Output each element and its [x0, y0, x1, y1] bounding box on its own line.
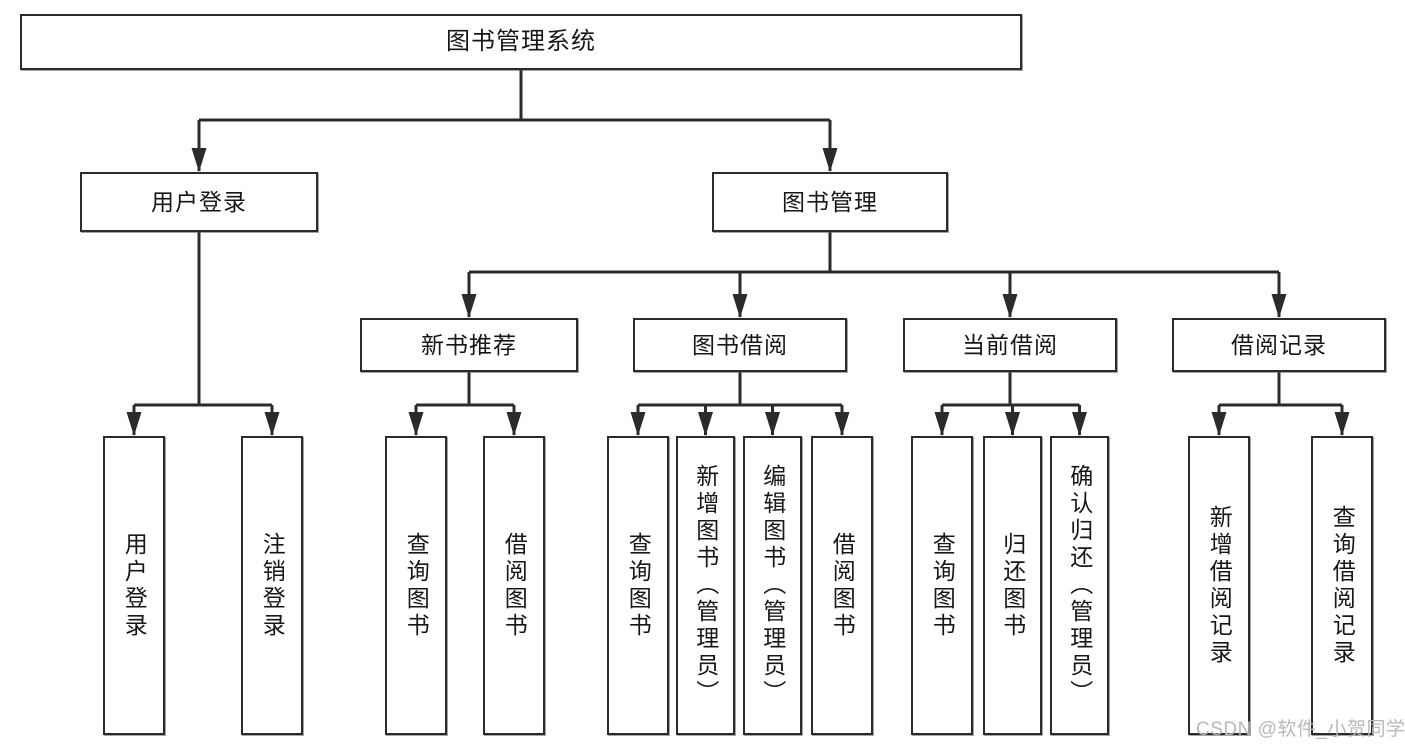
node-label-leaf-add-rec: 新增借阅记录 — [1206, 504, 1233, 667]
arrowhead-leaf-return — [1005, 412, 1020, 436]
arrowhead-borrow-record — [1271, 294, 1287, 318]
node-label-leaf-query-3: 查询图书 — [929, 531, 956, 640]
arrowhead-new-book-rec — [461, 294, 477, 318]
node-label-leaf-borrow-1: 借阅图书 — [501, 531, 528, 640]
arrowhead-book-manage — [822, 148, 838, 172]
arrowhead-leaf-query-2 — [630, 412, 646, 436]
node-leaf-user-login[interactable]: 用户登录 — [103, 436, 165, 735]
node-label-book-borrow: 图书借阅 — [692, 331, 788, 358]
arrowhead-book-borrow — [732, 294, 748, 318]
node-current-borrow[interactable]: 当前借阅 — [903, 318, 1117, 372]
arrowhead-leaf-user-login — [126, 412, 142, 436]
node-label-leaf-query-rec: 查询借阅记录 — [1329, 504, 1356, 667]
node-leaf-add-book[interactable]: 新增图书（管理员） — [676, 436, 735, 735]
node-label-leaf-user-login: 用户登录 — [121, 531, 148, 640]
node-new-book-rec[interactable]: 新书推荐 — [360, 318, 578, 372]
node-label-leaf-borrow-2: 借阅图书 — [829, 531, 856, 640]
arrowhead-leaf-add-rec — [1211, 412, 1227, 436]
arrowhead-leaf-logout — [264, 412, 280, 436]
arrowhead-leaf-query-1 — [408, 412, 424, 436]
node-label-leaf-logout: 注销登录 — [259, 531, 286, 640]
node-leaf-add-rec[interactable]: 新增借阅记录 — [1188, 436, 1250, 735]
node-label-root: 图书管理系统 — [446, 28, 596, 56]
node-label-book-manage: 图书管理 — [782, 188, 878, 215]
node-user-login[interactable]: 用户登录 — [80, 172, 318, 232]
node-label-leaf-edit-book: 编辑图书（管理员） — [759, 464, 786, 707]
arrowhead-leaf-borrow-2 — [834, 412, 850, 436]
node-root[interactable]: 图书管理系统 — [20, 14, 1022, 70]
node-leaf-edit-book[interactable]: 编辑图书（管理员） — [743, 436, 802, 735]
arrowhead-leaf-add-book — [698, 412, 713, 436]
node-label-leaf-confirm: 确认归还（管理员） — [1066, 464, 1093, 707]
node-borrow-record[interactable]: 借阅记录 — [1172, 318, 1386, 372]
arrowhead-leaf-confirm — [1072, 412, 1087, 436]
node-leaf-query-2[interactable]: 查询图书 — [607, 436, 669, 735]
node-leaf-query-3[interactable]: 查询图书 — [911, 436, 973, 735]
node-book-manage[interactable]: 图书管理 — [712, 172, 948, 232]
node-book-borrow[interactable]: 图书借阅 — [633, 318, 847, 372]
node-leaf-borrow-1[interactable]: 借阅图书 — [483, 436, 545, 735]
arrowhead-current-borrow — [1002, 294, 1018, 318]
node-leaf-return[interactable]: 归还图书 — [983, 436, 1042, 735]
node-leaf-query-1[interactable]: 查询图书 — [385, 436, 447, 735]
node-label-leaf-query-2: 查询图书 — [625, 531, 652, 640]
node-label-leaf-add-book: 新增图书（管理员） — [692, 464, 719, 707]
node-leaf-query-rec[interactable]: 查询借阅记录 — [1311, 436, 1373, 735]
arrowhead-leaf-borrow-1 — [506, 412, 522, 436]
node-leaf-logout[interactable]: 注销登录 — [241, 436, 303, 735]
node-label-new-book-rec: 新书推荐 — [421, 331, 517, 358]
node-leaf-confirm[interactable]: 确认归还（管理员） — [1050, 436, 1109, 735]
node-label-current-borrow: 当前借阅 — [962, 331, 1058, 358]
node-label-borrow-record: 借阅记录 — [1231, 331, 1327, 358]
arrowhead-user-login — [191, 148, 207, 172]
node-leaf-borrow-2[interactable]: 借阅图书 — [811, 436, 873, 735]
arrowhead-leaf-query-rec — [1334, 412, 1350, 436]
arrowhead-leaf-query-3 — [934, 412, 950, 436]
node-label-leaf-query-1: 查询图书 — [403, 531, 430, 640]
node-label-leaf-return: 归还图书 — [999, 531, 1026, 640]
arrowhead-leaf-edit-book — [765, 412, 780, 436]
node-label-user-login: 用户登录 — [151, 188, 247, 215]
